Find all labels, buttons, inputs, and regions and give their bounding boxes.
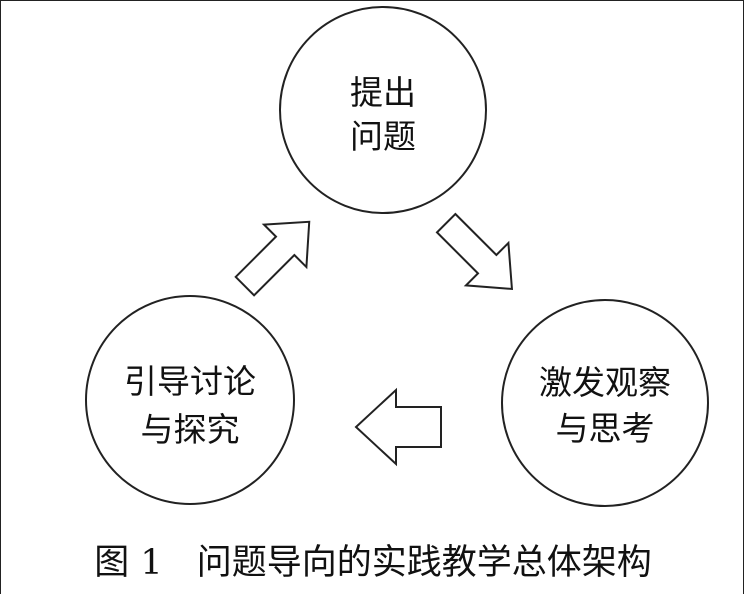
node-left-circle [85, 295, 295, 505]
node-right: 激发观察 与思考 [501, 299, 709, 507]
arrow-right-to-left [354, 387, 442, 467]
node-left-line2: 与探究 [141, 410, 240, 449]
figure-caption: 图 1 问题导向的实践教学总体架构 [0, 534, 746, 585]
node-left-line1: 引导讨论 [124, 362, 256, 401]
node-top: 提出 问题 [279, 6, 487, 214]
node-right-circle [501, 299, 709, 507]
node-right-line2: 与思考 [556, 409, 655, 448]
arrow-left-to-top [234, 220, 311, 297]
figure-title: 问题导向的实践教学总体架构 [196, 543, 652, 583]
arrow-top-to-right [435, 212, 514, 291]
node-top-circle [279, 6, 487, 214]
node-right-line1: 激发观察 [539, 363, 671, 402]
node-left: 引导讨论 与探究 [85, 295, 295, 505]
node-top-line1: 提出 [350, 73, 416, 112]
figure-number: 图 1 [94, 543, 163, 583]
node-top-line2: 问题 [350, 117, 416, 156]
